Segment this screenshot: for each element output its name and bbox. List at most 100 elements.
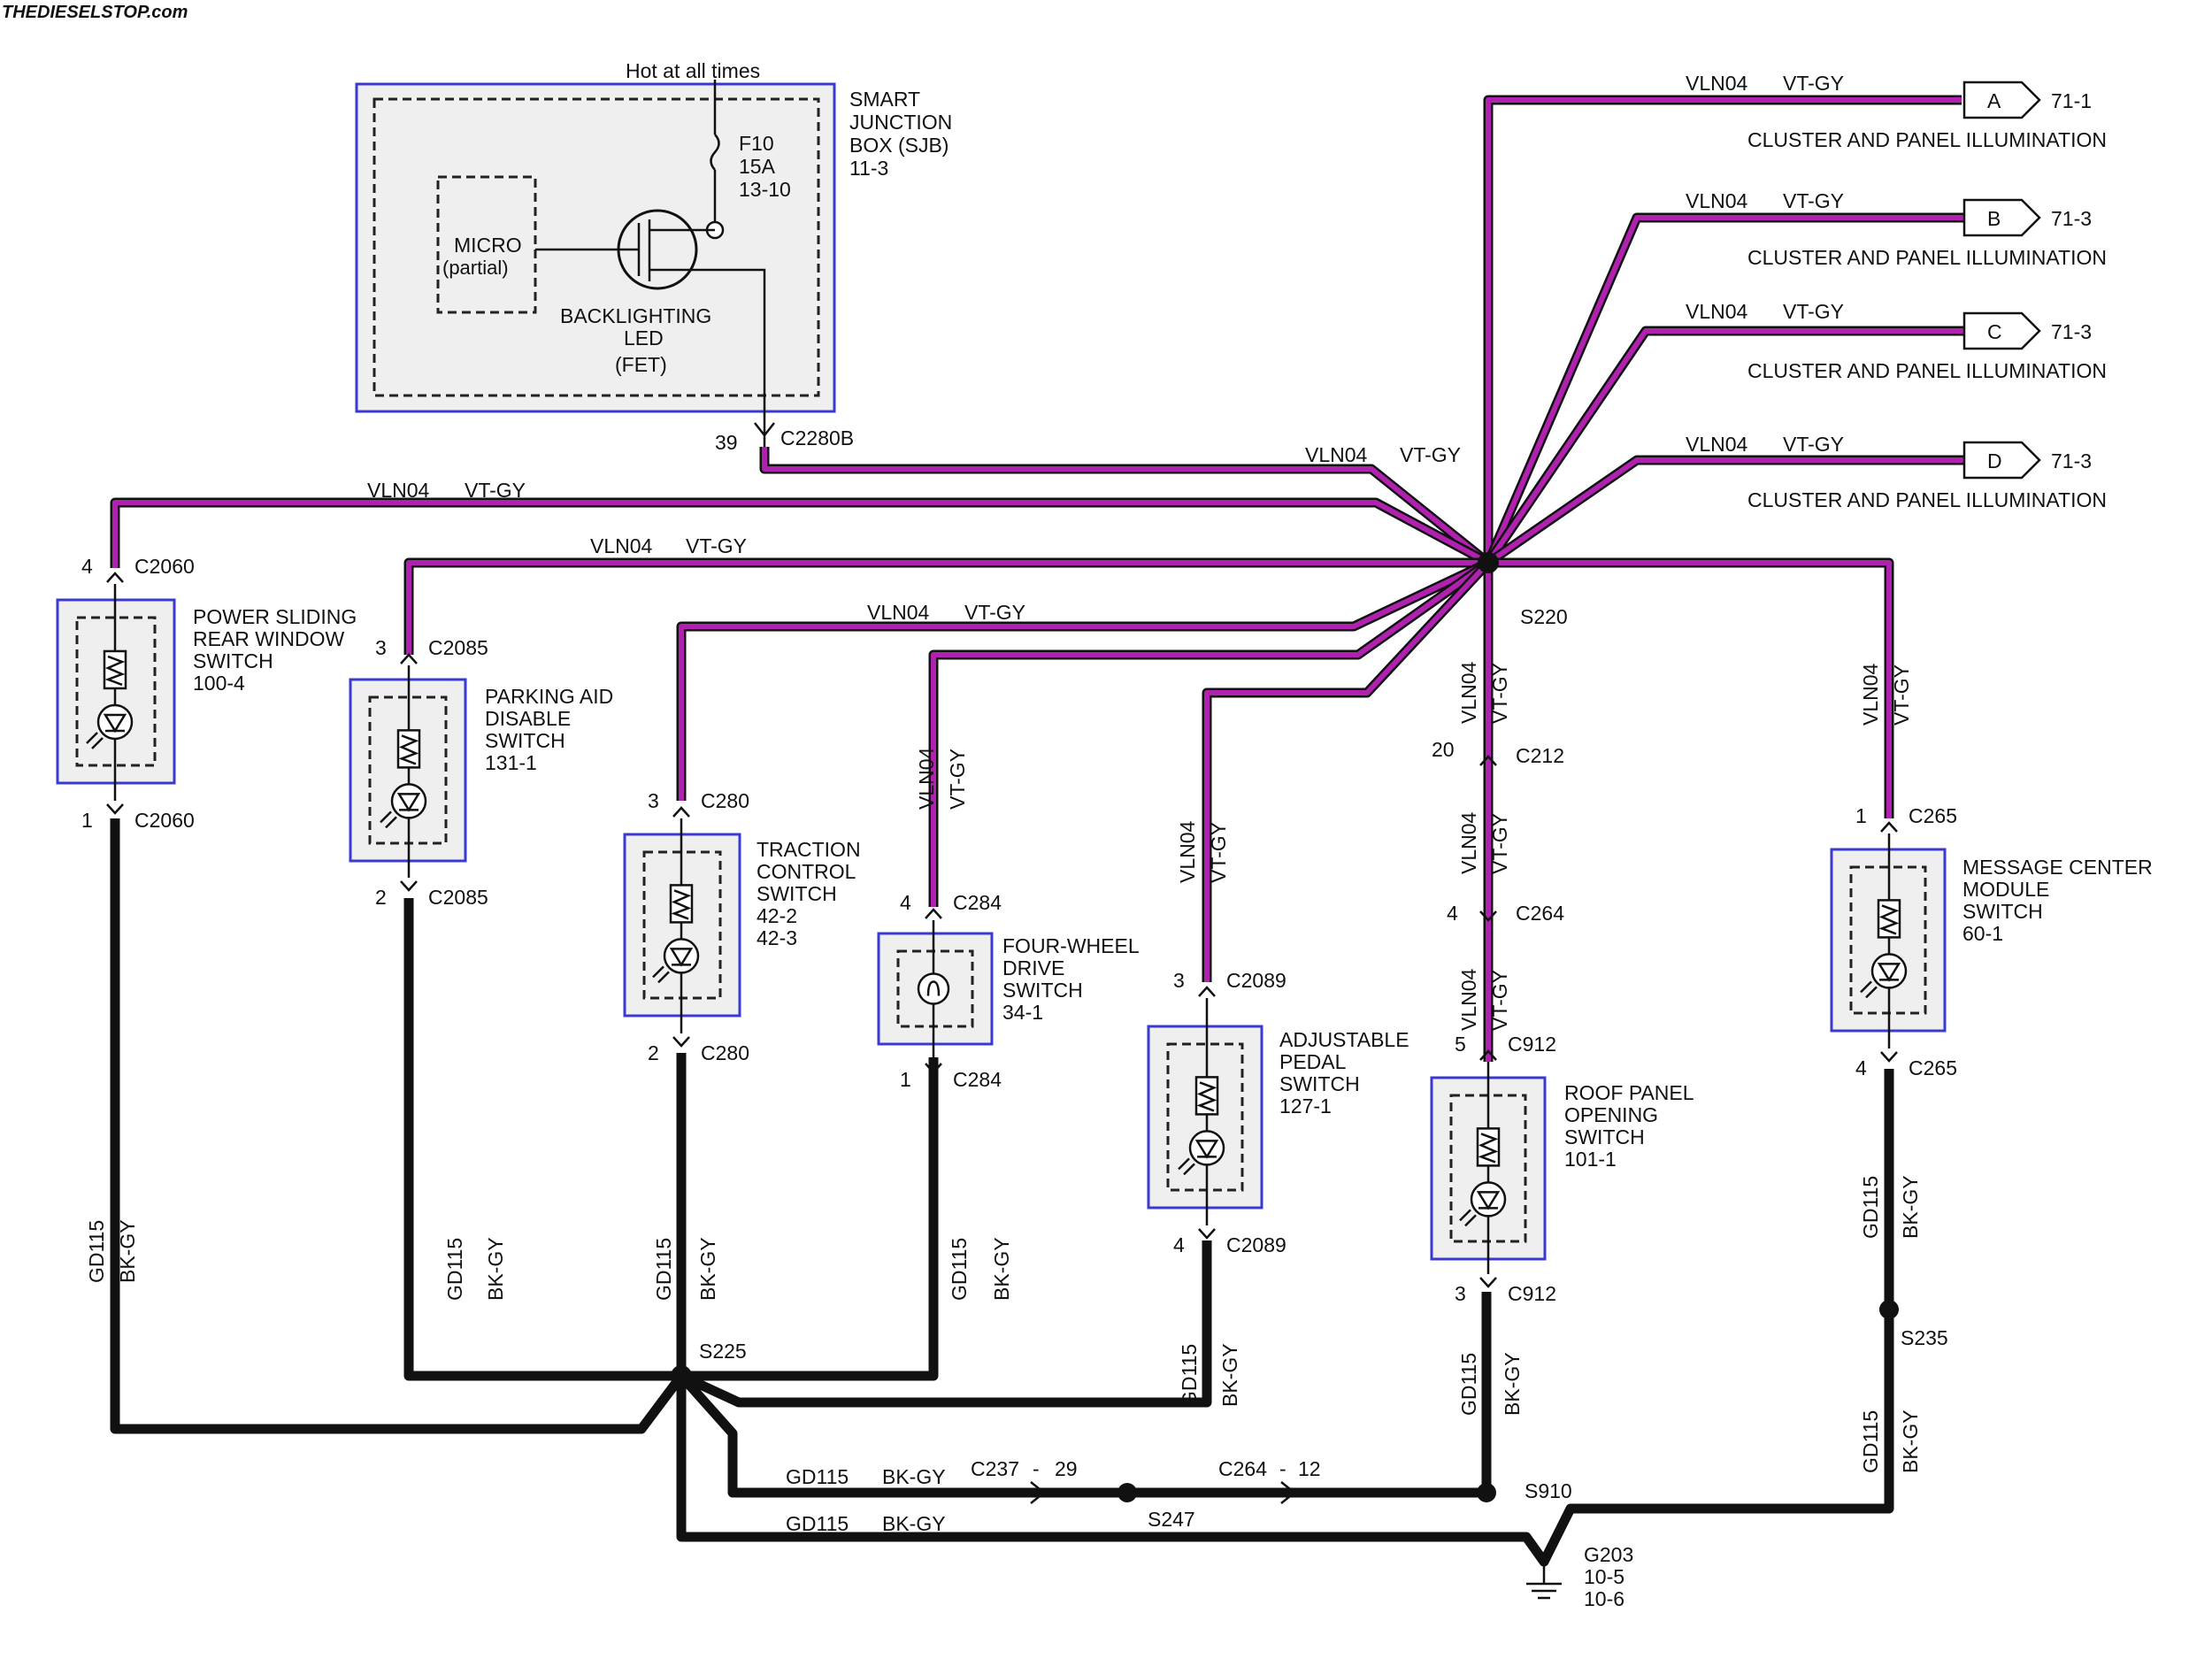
circuit-gd115: GD115 bbox=[948, 1238, 971, 1301]
switch-name-line: SWITCH bbox=[1564, 1125, 1645, 1148]
splice-s910-label: S910 bbox=[1525, 1479, 1572, 1502]
pin-number: 4 bbox=[900, 891, 911, 914]
pin-number: 1 bbox=[900, 1068, 911, 1091]
pin-number: 20 bbox=[1432, 738, 1455, 761]
ground-ref-1: 10-5 bbox=[1584, 1565, 1624, 1588]
circuit-vtgy: VT-GY bbox=[1400, 443, 1461, 466]
circuit-vtgy: VT-GY bbox=[686, 534, 747, 557]
circuit-bkgy: BK-GY bbox=[882, 1512, 946, 1535]
switch-name-line: SWITCH bbox=[1279, 1072, 1360, 1095]
circuit-bkgy: BK-GY bbox=[882, 1465, 946, 1488]
splice-s225 bbox=[671, 1365, 692, 1386]
circuit-bkgy: BK-GY bbox=[990, 1237, 1013, 1301]
connector-label: C2060 bbox=[134, 809, 195, 832]
splice-s247-label: S247 bbox=[1148, 1508, 1195, 1531]
switch-name-line: MODULE bbox=[1962, 878, 2049, 901]
circuit-vtgy: VT-GY bbox=[1783, 72, 1844, 95]
connector-label: C2060 bbox=[134, 555, 195, 578]
circuit-gd115: GD115 bbox=[1859, 1176, 1882, 1239]
led-icon bbox=[663, 938, 700, 974]
connector-label: C912 bbox=[1508, 1282, 1556, 1305]
splice-s247 bbox=[1118, 1483, 1137, 1502]
circuit-vtgy: VT-GY bbox=[1890, 664, 1913, 726]
switch-name-line: SWITCH bbox=[1002, 979, 1083, 1002]
pin-number: 3 bbox=[1455, 1282, 1466, 1305]
splice-s910 bbox=[1477, 1483, 1496, 1502]
switch-name-line: SWITCH bbox=[1962, 900, 2043, 923]
hot-at-all-times-label: Hot at all times bbox=[626, 59, 760, 82]
connector-label: C264 bbox=[1516, 902, 1564, 925]
switch-name-line: DRIVE bbox=[1002, 956, 1064, 979]
c237-label: C237 bbox=[971, 1457, 1019, 1480]
switch-name-line: REAR WINDOW bbox=[193, 627, 345, 650]
switch-name-line: 131-1 bbox=[485, 751, 537, 774]
circuit-vln04: VLN04 bbox=[867, 601, 930, 624]
circuit-vtgy: VT-GY bbox=[1783, 433, 1844, 456]
connector-label: C912 bbox=[1508, 1033, 1556, 1056]
splice-s220-label: S220 bbox=[1520, 605, 1568, 628]
connector-label: C2085 bbox=[428, 886, 488, 909]
connector-label: C280 bbox=[701, 789, 749, 812]
c237-dash: - bbox=[1033, 1457, 1040, 1480]
c264-dash: - bbox=[1279, 1457, 1286, 1480]
ground-icon bbox=[1526, 1562, 1562, 1600]
circuit-bkgy: BK-GY bbox=[1899, 1409, 1922, 1473]
switch-name-line: 100-4 bbox=[193, 672, 245, 695]
sjb-title-1: SMART bbox=[849, 88, 920, 111]
circuit-vtgy: VT-GY bbox=[964, 601, 1025, 624]
circuit-bkgy: BK-GY bbox=[696, 1237, 719, 1301]
switch-name-line: DISABLE bbox=[485, 707, 571, 730]
page-reference: 71-3 bbox=[2051, 449, 2092, 472]
switch-name-line: OPENING bbox=[1564, 1103, 1658, 1126]
switch-name-line: CONTROL bbox=[757, 860, 856, 883]
switch-name-line: SWITCH bbox=[193, 649, 273, 672]
switch-name-line: PARKING AID bbox=[485, 685, 613, 708]
connector-label: C2089 bbox=[1226, 1233, 1286, 1256]
circuit-gd115: GD115 bbox=[652, 1238, 675, 1301]
switch-name-line: FOUR-WHEEL bbox=[1002, 934, 1140, 957]
connector-label: C284 bbox=[953, 891, 1002, 914]
switch-name-line: PEDAL bbox=[1279, 1050, 1347, 1073]
circuit-vtgy: VT-GY bbox=[1783, 189, 1844, 212]
circuit-vln04: VLN04 bbox=[1859, 663, 1882, 726]
circuit-vtgy: VT-GY bbox=[465, 479, 526, 502]
sjb-pin: 39 bbox=[715, 431, 738, 454]
output-description: CLUSTER AND PANEL ILLUMINATION bbox=[1747, 359, 2107, 382]
pin-number: 3 bbox=[375, 636, 387, 659]
micro-partial-label: (partial) bbox=[442, 257, 509, 279]
pin-number: 4 bbox=[1855, 1056, 1867, 1079]
fuse-ref: 13-10 bbox=[739, 178, 791, 201]
circuit-vtgy: VT-GY bbox=[1488, 970, 1511, 1031]
pin-number: 3 bbox=[648, 789, 659, 812]
led-label-2: LED bbox=[624, 326, 664, 349]
switch-name-line: SWITCH bbox=[485, 729, 565, 752]
led-icon bbox=[1870, 953, 1908, 989]
circuit-vln04: VLN04 bbox=[1176, 820, 1199, 883]
switch-name-line: POWER SLIDING bbox=[193, 605, 357, 628]
sjb-title-4: 11-3 bbox=[849, 157, 888, 180]
led-icon bbox=[96, 703, 134, 741]
switch-name-line: MESSAGE CENTER bbox=[1962, 856, 2153, 879]
smart-junction-box: Hot at all times F10 15A 13-10 MICRO (pa… bbox=[355, 59, 952, 454]
page-reference: 71-3 bbox=[2051, 207, 2092, 230]
circuit-bkgy: BK-GY bbox=[1899, 1175, 1922, 1239]
led-icon bbox=[1470, 1181, 1507, 1217]
violet-wire-harness bbox=[110, 95, 1964, 1062]
output-description: CLUSTER AND PANEL ILLUMINATION bbox=[1747, 488, 2107, 511]
circuit-vln04: VLN04 bbox=[1686, 433, 1748, 456]
circuit-vln04: VLN04 bbox=[1457, 811, 1480, 874]
circuit-bkgy: BK-GY bbox=[1501, 1352, 1524, 1416]
led-icon bbox=[1188, 1130, 1225, 1166]
splice-s235-label: S235 bbox=[1901, 1326, 1948, 1349]
